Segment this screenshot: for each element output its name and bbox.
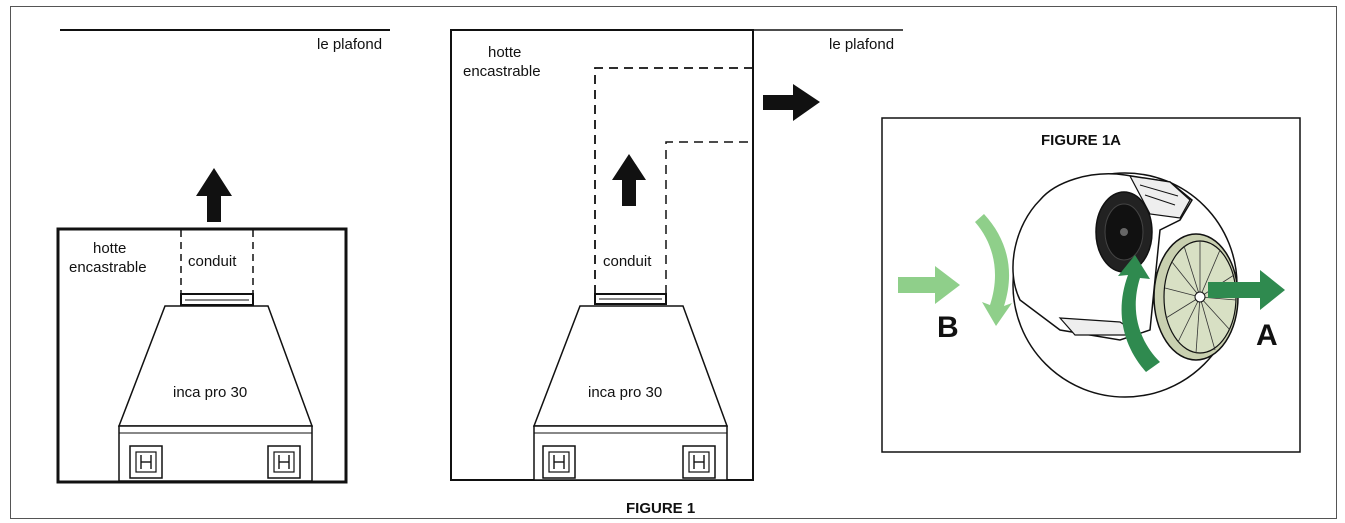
middle-diagram [450,29,903,481]
exhaust-arrow-up-left [196,168,232,222]
ceiling-label-left: le plafond [317,36,383,53]
label-a: A [1256,319,1278,352]
airflow-arrow-a [1208,270,1285,310]
exhaust-arrow-right [763,84,820,121]
filter-clip-left-2 [267,445,301,479]
hood-label-left-line1: hotte [93,240,127,257]
cabinet-box-left [56,227,348,484]
model-label-left: inca pro 30 [173,384,248,401]
duct-elbow-outer [594,67,753,294]
duct-label-middle: conduit [603,253,652,270]
model-label-middle: inca pro 30 [588,384,663,401]
duct-elbow-inner [665,141,753,294]
filter-clip-middle-1 [542,445,576,479]
rotation-arrow-light [975,214,1012,326]
charcoal-filter-disc [1153,233,1239,361]
duct-label-left: conduit [188,253,237,270]
outer-frame [10,6,1337,519]
hood-label-left-line2: encastrable [69,259,147,276]
rotation-arrow-dark [1118,255,1160,372]
figure-caption: FIGURE 1 [626,500,696,517]
airflow-arrow-up-middle [612,154,646,206]
filter-clip-left-1 [129,445,163,479]
range-hood-middle [532,305,729,427]
hood-label-middle-line2: encastrable [463,63,541,80]
filter-clip-middle-2 [682,445,716,479]
airflow-arrow-b [898,266,960,304]
inset-figure-1a [881,117,1301,453]
label-b: B [937,311,959,344]
inset-title: FIGURE 1A [1041,132,1122,149]
range-hood-left [117,305,314,427]
left-diagram [56,29,390,484]
ceiling-label-middle: le plafond [829,36,895,53]
hood-label-middle-line1: hotte [488,44,522,61]
